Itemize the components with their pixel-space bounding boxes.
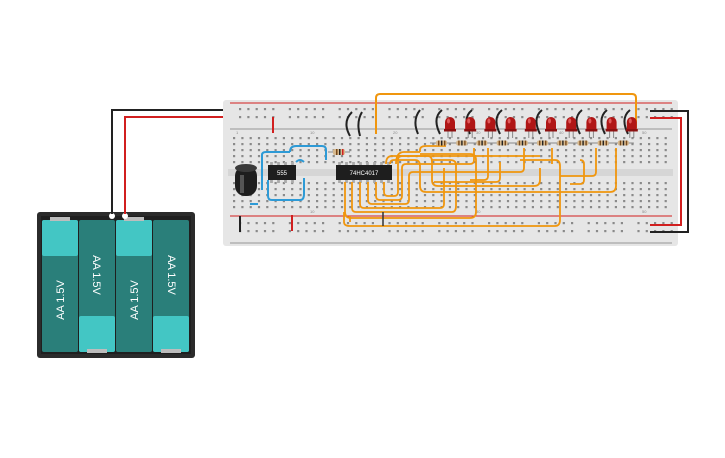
- led-resistor-6[interactable]: [531, 140, 553, 146]
- column-number-30: 30: [476, 130, 481, 135]
- battery-cell-2: [79, 220, 115, 353]
- led-6[interactable]: [545, 117, 557, 138]
- led-2[interactable]: [464, 117, 477, 138]
- wire-battery-red[interactable]: [124, 116, 268, 214]
- battery-cell-label-2: AA 1.5V: [90, 255, 102, 295]
- led-resistor-9[interactable]: [591, 140, 614, 146]
- battery-positive-terminal[interactable]: [122, 213, 128, 219]
- column-number-50: 50: [642, 130, 647, 135]
- battery-cell-1: [42, 217, 78, 352]
- led-row[interactable]: [444, 117, 638, 138]
- led-resistors[interactable]: [430, 140, 634, 146]
- led-3[interactable]: [484, 117, 497, 138]
- column-number-1: 1: [236, 130, 239, 135]
- chip-74hc4017[interactable]: 74HC4017: [336, 162, 392, 183]
- wire-orange-top-loop[interactable]: [375, 93, 637, 134]
- led-resistor-7[interactable]: [551, 140, 574, 146]
- chip-555[interactable]: 555: [268, 162, 296, 183]
- led-resistor-5[interactable]: [510, 140, 533, 146]
- battery-cell-4: [153, 220, 189, 353]
- battery-pack[interactable]: AA 1.5V AA 1.5V AA 1.5V AA 1.5V: [37, 212, 195, 358]
- battery-cell-3: [116, 217, 152, 352]
- led-4[interactable]: [504, 117, 517, 138]
- column-number-10: 10: [310, 130, 315, 135]
- battery-cell-label-1: AA 1.5V: [55, 279, 67, 319]
- battery-negative-terminal[interactable]: [109, 213, 115, 219]
- led-1[interactable]: [444, 117, 456, 138]
- led-10[interactable]: [625, 117, 638, 138]
- column-number-40: 40: [559, 130, 564, 135]
- led-resistor-2[interactable]: [450, 140, 473, 146]
- led-resistor-10[interactable]: [611, 140, 634, 146]
- led-resistor-4[interactable]: [490, 140, 513, 146]
- wire-rail-red-right[interactable]: [650, 117, 682, 226]
- wire-rail-black-right[interactable]: [650, 110, 689, 233]
- led-9[interactable]: [605, 117, 618, 138]
- blue-wires[interactable]: [250, 145, 327, 205]
- column-number-b-30: 30: [476, 209, 481, 214]
- resistor-timing[interactable]: [328, 149, 350, 155]
- orange-wires[interactable]: [343, 145, 617, 227]
- battery-cell-label-3: AA 1.5V: [129, 279, 141, 319]
- chip-555-label: 555: [277, 171, 288, 177]
- led-resistor-1[interactable]: [430, 140, 452, 146]
- led-8[interactable]: [585, 117, 598, 138]
- column-number-20: 20: [393, 130, 398, 135]
- chip-74hc4017-label: 74HC4017: [350, 171, 379, 177]
- electrolytic-capacitor[interactable]: [235, 164, 257, 196]
- column-number-b-10: 10: [310, 209, 315, 214]
- battery-cell-label-4: AA 1.5V: [165, 255, 177, 295]
- led-resistor-8[interactable]: [571, 140, 594, 146]
- wire-battery-black[interactable]: [111, 109, 268, 214]
- led-5[interactable]: [524, 117, 537, 138]
- column-number-b-50: 50: [642, 209, 647, 214]
- led-resistor-3[interactable]: [470, 140, 493, 146]
- led-7[interactable]: [565, 117, 578, 138]
